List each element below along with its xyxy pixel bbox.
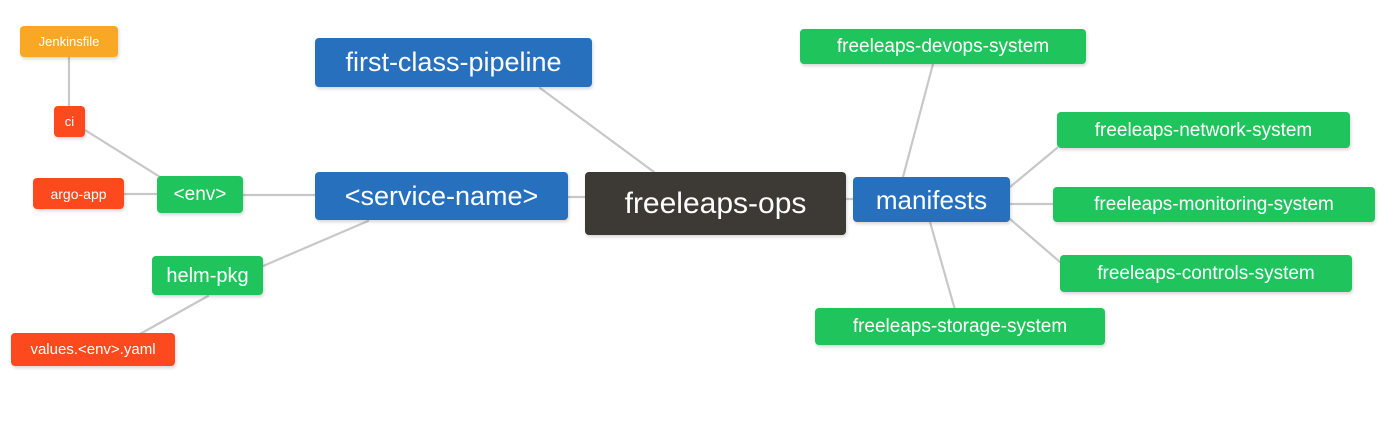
edge-devops-manifests xyxy=(901,62,935,179)
node-label: <env> xyxy=(173,184,227,205)
node-label: first-class-pipeline xyxy=(345,47,562,77)
node-label: freeleaps-network-system xyxy=(1094,119,1313,141)
node-ci[interactable]: ci xyxy=(54,106,85,137)
node-env[interactable]: <env> xyxy=(157,176,243,213)
node-label: freeleaps-monitoring-system xyxy=(1094,194,1334,215)
node-label: freeleaps-devops-system xyxy=(836,36,1050,57)
edge-storage-manifests xyxy=(928,220,957,312)
edge-network-manifests xyxy=(1008,146,1059,189)
node-jenkinsfile[interactable]: Jenkinsfile xyxy=(20,26,118,57)
node-label: ci xyxy=(64,114,75,129)
edge-controls-manifests xyxy=(1008,217,1062,264)
node-label: freeleaps-storage-system xyxy=(852,316,1068,337)
edge-values-yaml-helm-pkg xyxy=(138,294,210,336)
node-root-freeleaps-ops[interactable]: freeleaps-ops xyxy=(585,172,846,235)
node-label: freeleaps-controls-system xyxy=(1097,263,1315,284)
node-first-class-pipeline[interactable]: first-class-pipeline xyxy=(315,38,592,87)
node-label: <service-name> xyxy=(344,180,539,211)
node-label: helm-pkg xyxy=(166,264,249,287)
node-label: freeleaps-ops xyxy=(624,186,807,220)
node-manifests[interactable]: manifests xyxy=(853,177,1010,222)
node-helm-pkg[interactable]: helm-pkg xyxy=(152,256,263,295)
node-argo-app[interactable]: argo-app xyxy=(33,178,124,209)
node-values-yaml[interactable]: values.<env>.yaml xyxy=(11,333,175,366)
node-label: manifests xyxy=(875,184,988,215)
node-label: Jenkinsfile xyxy=(38,34,100,49)
node-network-system[interactable]: freeleaps-network-system xyxy=(1057,112,1350,148)
edge-pipeline-root xyxy=(538,86,656,174)
node-devops-system[interactable]: freeleaps-devops-system xyxy=(800,29,1086,64)
node-monitoring-system[interactable]: freeleaps-monitoring-system xyxy=(1053,187,1375,222)
edge-helm-pkg-service-name xyxy=(261,219,370,268)
node-label: values.<env>.yaml xyxy=(30,341,156,358)
node-service-name[interactable]: <service-name> xyxy=(315,172,568,220)
node-controls-system[interactable]: freeleaps-controls-system xyxy=(1060,255,1352,292)
node-label: argo-app xyxy=(50,185,107,202)
node-storage-system[interactable]: freeleaps-storage-system xyxy=(815,308,1105,345)
edge-ci-env xyxy=(83,128,162,179)
